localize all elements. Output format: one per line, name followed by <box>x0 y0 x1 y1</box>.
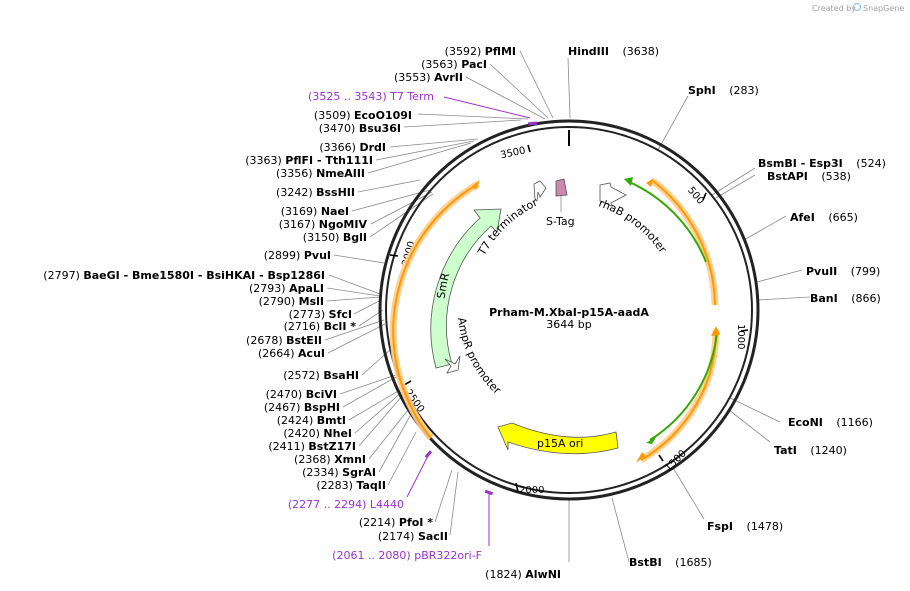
site-drdi[interactable]: (3366) DrdI <box>319 141 386 154</box>
site-sgrai[interactable]: (2334) SgrAI <box>302 466 376 479</box>
site-pvui[interactable]: (2899) PvuI <box>264 249 331 262</box>
site-bsmbi-esp3i[interactable]: BsmBI - Esp3I (524) <box>758 157 886 170</box>
leader-lines <box>324 50 811 563</box>
site-bgli[interactable]: (3150) BglI <box>303 231 367 244</box>
feature-smr[interactable]: SmR <box>430 208 502 369</box>
orf-arrowheads <box>472 178 720 463</box>
site-nhei[interactable]: (2420) NheI <box>283 427 352 440</box>
feature-s-tag[interactable]: S-Tag <box>546 178 575 228</box>
feature-smr-label: SmR <box>435 271 453 299</box>
site-acui[interactable]: (2664) AcuI <box>258 347 325 360</box>
created-by-text: Created by <box>812 4 856 13</box>
backbone-outer-ring <box>378 119 760 501</box>
site-bcli[interactable]: (2716) BclI * <box>284 320 357 333</box>
primer-t7-term[interactable]: (3525 .. 3543) T7 Term <box>308 90 434 103</box>
site-bcivi[interactable]: (2470) BciVI <box>266 388 337 401</box>
site-sphi[interactable]: SphI (283) <box>688 84 759 97</box>
snapgene-branding: Created by SnapGene <box>812 2 904 13</box>
plasmid-length: 3644 bp <box>546 318 591 331</box>
site-tati[interactable]: TatI (1240) <box>774 444 847 457</box>
site-bsu36i[interactable]: (3470) Bsu36I <box>319 122 401 135</box>
site-econi[interactable]: EcoNI (1166) <box>788 416 873 429</box>
feature-s-tag-label: S-Tag <box>546 215 575 228</box>
tick-3500: 3500 <box>499 145 526 161</box>
site-bstbi[interactable]: BstBI (1685) <box>629 556 712 569</box>
feature-ampr-promoter-label: AmpR promoter <box>455 317 504 397</box>
site-pflmi[interactable]: (3592) PflMI <box>445 45 516 58</box>
plasmid-name: Prham-M.XbaI-p15A-aadA <box>489 306 649 319</box>
site-bstapi[interactable]: BstAPI (538) <box>767 170 851 183</box>
site-afei[interactable]: AfeI (665) <box>790 211 858 224</box>
feature-ampr-promoter[interactable]: AmpR promoter <box>444 317 504 397</box>
site-bsphi[interactable]: (2467) BspHI <box>264 401 340 414</box>
site-xmni[interactable]: (2368) XmnI <box>294 453 366 466</box>
orf-highlights <box>389 178 720 464</box>
primer-leaders <box>406 96 531 546</box>
primer-l4440[interactable]: (2277 .. 2294) L4440 <box>288 498 404 511</box>
site-hindiii[interactable]: HindIII (3638) <box>568 45 659 58</box>
site-avrii[interactable]: (3553) AvrII <box>394 71 463 84</box>
site-pvuii[interactable]: PvuII (799) <box>806 265 880 278</box>
site-msli[interactable]: (2790) MslI <box>259 295 324 308</box>
tick-1000: 1000 <box>735 324 746 349</box>
site-bsahi[interactable]: (2572) BsaHI <box>283 369 359 382</box>
site-fspi[interactable]: FspI (1478) <box>707 520 783 533</box>
site-sacii[interactable]: (2174) SacII <box>378 530 448 543</box>
site-ecoo109i[interactable]: (3509) EcoO109I <box>314 109 412 122</box>
site-sfci[interactable]: (2773) SfcI <box>289 308 352 321</box>
primer-marks <box>424 121 538 496</box>
site-ngomiv[interactable]: (3167) NgoMIV <box>279 218 368 231</box>
site-baegi-group[interactable]: (2797) BaeGI - Bme1580I - BsiHKAI - Bsp1… <box>43 269 325 282</box>
site-naei[interactable]: (3169) NaeI <box>281 205 349 218</box>
orf-green-arrowheads <box>624 177 656 444</box>
backbone-inner-ring <box>385 126 753 494</box>
snapgene-name: SnapGene <box>863 4 904 13</box>
site-apali[interactable]: (2793) ApaLI <box>249 282 324 295</box>
site-pfoi[interactable]: (2214) PfoI * <box>359 516 433 529</box>
site-labels: (3592) PflMI (3563) PacI (3553) AvrII (3… <box>43 45 886 581</box>
tick-2000: 2000 <box>519 485 544 496</box>
site-bsshii[interactable]: (3242) BssHII <box>276 186 355 199</box>
site-alwni[interactable]: (1824) AlwNI <box>485 568 561 581</box>
snapgene-logo-icon <box>852 2 862 12</box>
site-taqii[interactable]: (2283) TaqII <box>316 479 386 492</box>
feature-p15a-ori-label: p15A ori <box>537 437 583 450</box>
site-bsteii[interactable]: (2678) BstEII <box>246 334 322 347</box>
site-nmeaiii[interactable]: (3356) NmeAIII <box>276 167 365 180</box>
feature-rhab-promoter-label: rhaB promoter <box>597 197 669 256</box>
tick-500: 500 <box>685 185 706 207</box>
feature-p15a-ori[interactable]: p15A ori <box>497 422 619 455</box>
site-bstz17i[interactable]: (2411) BstZ17I <box>268 440 356 453</box>
site-paci[interactable]: (3563) PacI <box>421 58 487 71</box>
feature-rhab-promoter[interactable]: rhaB promoter <box>597 182 669 256</box>
primer-pbr322ori-f[interactable]: (2061 .. 2080) pBR322ori-F <box>332 549 482 562</box>
site-pflfi-tth111i[interactable]: (3363) PflFI - Tth111I <box>245 154 373 167</box>
primer-labels: (3525 .. 3543) T7 Term (2277 .. 2294) L4… <box>288 90 482 562</box>
site-bani[interactable]: BanI (866) <box>810 292 881 305</box>
site-bmti[interactable]: (2424) BmtI <box>277 414 346 427</box>
